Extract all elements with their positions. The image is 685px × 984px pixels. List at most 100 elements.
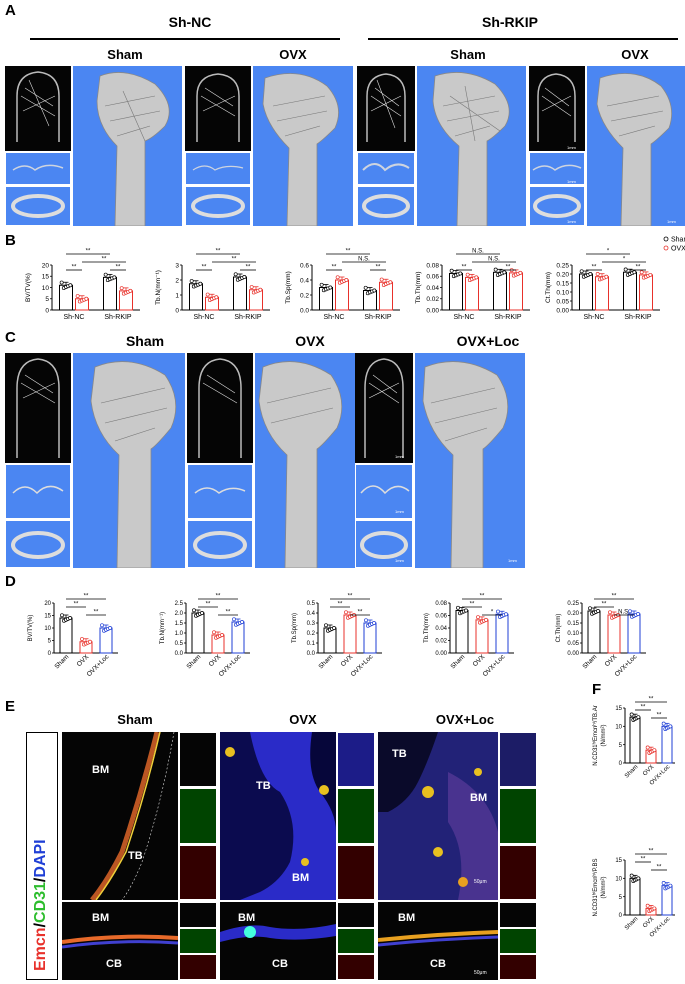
- data-point: [629, 712, 634, 717]
- significance-label: N.S.: [358, 257, 370, 263]
- bar: [661, 885, 673, 916]
- y-tick-label: 0.06: [426, 274, 439, 281]
- significance-label: **: [216, 594, 221, 600]
- panel-e-images: BM TB TB BM TB BM 50μm BM CB BM CB BM CB: [62, 732, 537, 980]
- bar: [323, 627, 337, 654]
- y-tick-label: 0.00: [556, 307, 569, 314]
- data-point: [629, 873, 634, 878]
- label-cb: CB: [272, 958, 288, 970]
- y-tick-label: 0.05: [567, 641, 579, 647]
- significance-label: **: [358, 610, 363, 616]
- data-point: [364, 618, 368, 623]
- channel-merge: [179, 902, 217, 928]
- scale-bar-label: 1mm: [395, 509, 404, 514]
- y-tick-label: 0.25: [556, 262, 569, 269]
- x-tick-label: Sh-NC: [453, 314, 474, 321]
- data-point: [128, 288, 133, 293]
- section-image: [187, 353, 253, 463]
- panel-letter-a: A: [5, 2, 16, 19]
- group-title-sh-rkip: Sh-RKIP: [482, 14, 538, 30]
- data-point: [59, 280, 64, 285]
- data-point: [112, 275, 117, 280]
- y-tick-label: 10: [42, 285, 50, 292]
- y-tick-label: 0.06: [435, 614, 447, 620]
- data-point: [645, 903, 650, 908]
- x-tick-label: OVX: [472, 653, 487, 668]
- data-point: [242, 275, 247, 279]
- x-tick-label: Sham: [53, 653, 70, 670]
- significance-label: **: [202, 265, 207, 271]
- data-point: [220, 633, 224, 637]
- scale-bar-label: 1mm: [395, 558, 404, 563]
- cortical-image: [187, 520, 253, 568]
- significance-label: **: [102, 257, 107, 263]
- panel-letter-d: D: [5, 573, 16, 590]
- scale-bar-label: 1mm: [567, 179, 576, 184]
- y-axis-label: BV/TV(%): [28, 615, 34, 642]
- data-point: [103, 272, 108, 277]
- group-rule-left: [30, 38, 340, 40]
- y-tick-label: 0.00: [426, 307, 439, 314]
- data-point: [484, 617, 488, 622]
- cortical-image: [529, 186, 585, 226]
- fluorescence-cb-sham: BM CB: [62, 902, 178, 980]
- significance-label: *: [491, 610, 494, 616]
- y-axis-label-unit: (N/mm²): [601, 877, 607, 899]
- y-tick-label: 15: [615, 706, 622, 712]
- y-tick-label: 1.5: [175, 621, 184, 627]
- data-point: [328, 285, 333, 290]
- y-tick-label: 0: [45, 307, 49, 314]
- bone-drawings: [11, 71, 673, 226]
- data-point: [319, 282, 324, 287]
- x-tick-label: OVX+Loc: [218, 653, 243, 678]
- y-tick-label: 0.00: [567, 651, 579, 657]
- bar: [495, 613, 509, 654]
- x-tick-label: Sh-RKIP: [624, 314, 652, 321]
- panel-letter-b: B: [5, 232, 16, 249]
- data-point: [372, 621, 376, 625]
- data-point: [579, 269, 584, 274]
- channel-cd31: [499, 928, 537, 954]
- y-axis-label: Ct.Th(mm): [556, 614, 562, 643]
- label-tb: TB: [128, 850, 143, 862]
- cortical-image: [5, 186, 71, 226]
- y-tick-label: 0.0: [307, 651, 316, 657]
- y-axis-label: Tb.N(mm⁻¹): [160, 612, 166, 644]
- y-tick-label: 0: [619, 761, 623, 767]
- x-tick-label: Sh-NC: [583, 314, 604, 321]
- data-point: [335, 275, 340, 280]
- label-bm: BM: [398, 912, 416, 924]
- significance-label: **: [116, 265, 121, 271]
- bar: [103, 276, 117, 311]
- significance-label: **: [592, 265, 597, 271]
- legend-label: Sham: [671, 237, 685, 244]
- x-tick-label: Sh-RKIP: [104, 314, 132, 321]
- legend-marker: [663, 236, 669, 242]
- y-tick-label: 10: [44, 626, 51, 632]
- bar: [231, 621, 245, 654]
- data-point: [205, 292, 210, 297]
- cortical-image: [355, 520, 413, 568]
- data-point: [324, 623, 328, 628]
- y-axis-label: N.CD31ʰⁱEmcnʰⁱ/TB.Ar: [591, 705, 599, 765]
- data-point: [233, 272, 238, 277]
- y-tick-label: 5: [619, 895, 623, 901]
- significance-label: **: [470, 602, 475, 608]
- significance-label: *: [607, 249, 610, 255]
- data-point: [108, 626, 112, 630]
- x-tick-label: Sham: [624, 916, 639, 931]
- channel-cd31: [179, 928, 217, 954]
- significance-label: **: [94, 610, 99, 616]
- group-rule-right: [368, 38, 678, 40]
- data-point: [379, 277, 384, 282]
- data-point: [493, 267, 498, 272]
- data-point: [504, 612, 508, 617]
- data-point: [628, 609, 632, 614]
- significance-label: **: [612, 594, 617, 600]
- data-point: [588, 606, 592, 611]
- stain-sep: /: [32, 877, 49, 883]
- x-tick-label: OVX: [340, 653, 355, 668]
- y-tick-label: 0.25: [567, 601, 579, 607]
- data-point: [595, 272, 600, 276]
- bar: [335, 279, 349, 311]
